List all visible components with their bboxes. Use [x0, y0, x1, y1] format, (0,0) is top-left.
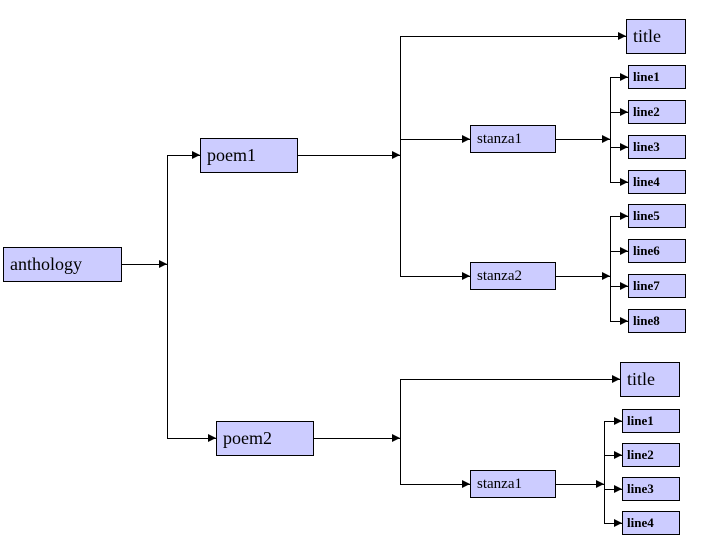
connector-arrow — [614, 451, 622, 459]
connector-line — [556, 484, 604, 485]
connector-arrow — [596, 480, 604, 488]
connector-arrow — [602, 135, 610, 143]
connector-arrow — [620, 317, 628, 325]
node-poem1-stanza2-line5: line5 — [628, 204, 686, 228]
node-poem1-title: title — [626, 19, 686, 54]
node-poem1-stanza2: stanza2 — [470, 262, 556, 290]
connector-arrow — [620, 282, 628, 290]
connector-line — [610, 147, 628, 148]
node-poem2-stanza1-line3: line3 — [622, 477, 680, 501]
connector-line — [610, 112, 628, 113]
connector-arrow — [462, 135, 470, 143]
connector-line — [122, 264, 167, 265]
connector-arrow — [602, 272, 610, 280]
connector-line — [610, 77, 628, 78]
connector-arrow — [620, 247, 628, 255]
connector-line — [400, 139, 470, 140]
connector-line — [610, 321, 628, 322]
node-poem1-stanza1-line4: line4 — [628, 170, 686, 194]
connector-arrow — [618, 32, 626, 40]
connector-line — [610, 216, 628, 217]
connector-arrow — [462, 272, 470, 280]
connector-line — [610, 286, 628, 287]
connector-arrow — [614, 485, 622, 493]
connector-line — [610, 251, 628, 252]
node-poem1-stanza1-line2: line2 — [628, 100, 686, 124]
connector-line — [556, 276, 610, 277]
connector-line — [400, 484, 470, 485]
connector-line — [400, 36, 401, 276]
connector-line — [604, 455, 622, 456]
node-poem1-stanza2-line7: line7 — [628, 274, 686, 298]
connector-line — [610, 77, 611, 183]
connector-line — [400, 379, 620, 380]
connector-line — [604, 421, 605, 524]
node-poem2-stanza1-line2: line2 — [622, 443, 680, 467]
connector-arrow — [208, 434, 216, 442]
node-poem1: poem1 — [200, 138, 298, 173]
connector-arrow — [392, 434, 400, 442]
connector-line — [556, 139, 610, 140]
connector-arrow — [159, 260, 167, 268]
connector-line — [400, 379, 401, 485]
connector-line — [167, 438, 216, 439]
connector-line — [604, 489, 622, 490]
connector-line — [610, 182, 628, 183]
connector-line — [610, 216, 611, 322]
connector-arrow — [612, 375, 620, 383]
connector-arrow — [620, 73, 628, 81]
node-poem2-title: title — [620, 362, 680, 397]
connector-arrow — [462, 480, 470, 488]
node-poem2-stanza1: stanza1 — [470, 470, 556, 498]
connector-line — [604, 523, 622, 524]
connector-line — [400, 36, 626, 37]
connector-line — [314, 438, 400, 439]
connector-arrow — [614, 417, 622, 425]
connector-arrow — [392, 151, 400, 159]
connector-arrow — [192, 151, 200, 159]
connector-line — [167, 155, 168, 439]
node-poem2-stanza1-line4: line4 — [622, 511, 680, 535]
node-poem1-stanza1-line3: line3 — [628, 135, 686, 159]
node-poem1-stanza1: stanza1 — [470, 125, 556, 153]
node-poem2-stanza1-line1: line1 — [622, 409, 680, 433]
connector-line — [298, 155, 400, 156]
connector-arrow — [620, 108, 628, 116]
connector-arrow — [620, 143, 628, 151]
node-poem1-stanza1-line1: line1 — [628, 65, 686, 89]
node-poem2: poem2 — [216, 421, 314, 456]
node-poem1-stanza2-line8: line8 — [628, 309, 686, 333]
connector-arrow — [614, 519, 622, 527]
connector-line — [400, 276, 470, 277]
connector-line — [604, 421, 622, 422]
node-poem1-stanza2-line6: line6 — [628, 239, 686, 263]
connector-arrow — [620, 178, 628, 186]
node-anthology: anthology — [3, 247, 122, 282]
connector-line — [167, 155, 200, 156]
connector-arrow — [620, 212, 628, 220]
